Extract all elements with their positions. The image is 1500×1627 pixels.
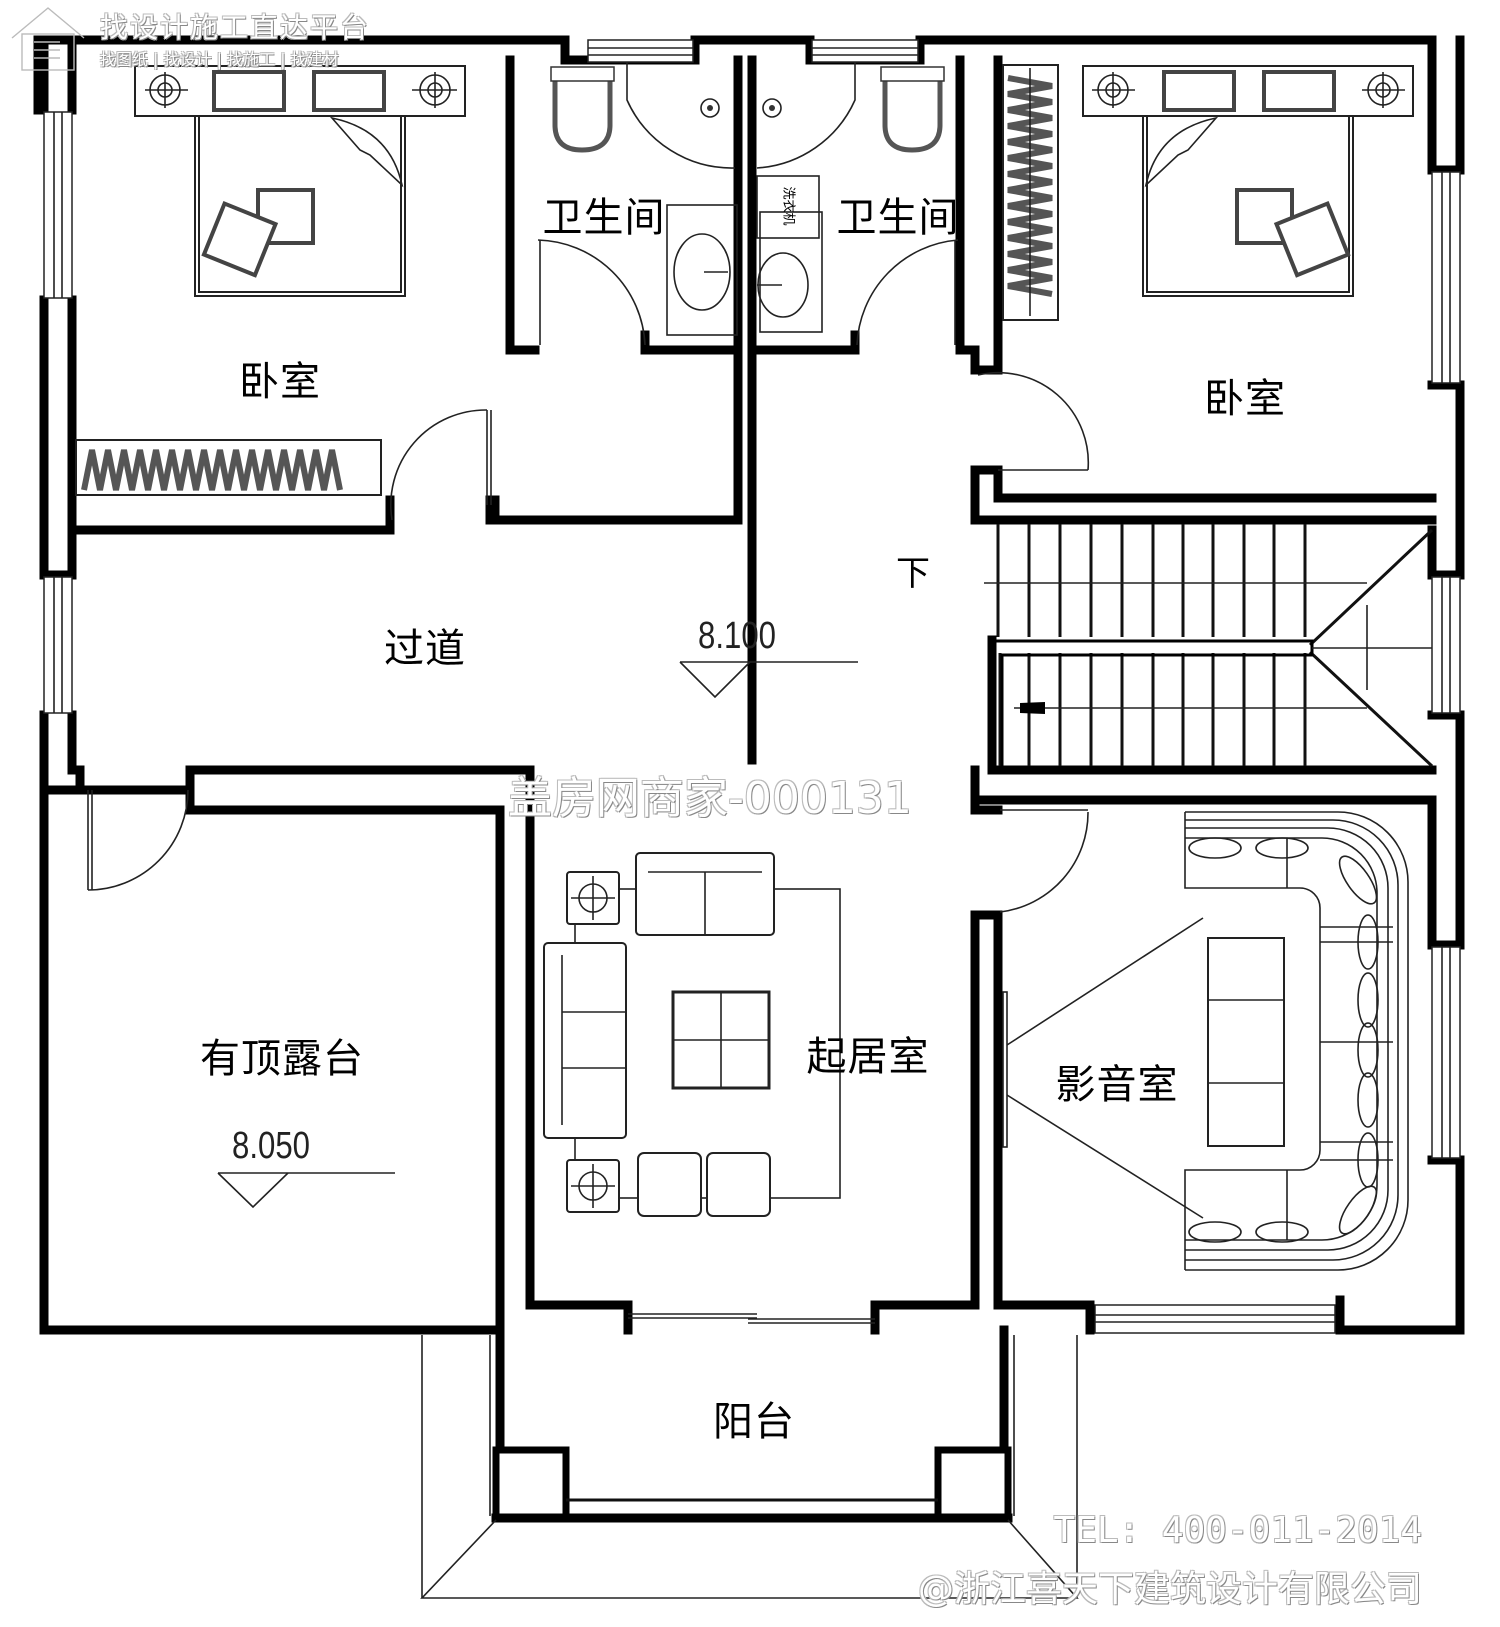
staircase xyxy=(984,524,1434,768)
washing-machine-label: 洗衣机 xyxy=(780,186,796,226)
room-label-media-room: 影音室 xyxy=(1055,1062,1179,1108)
watermark-company: @浙江喜天下建筑设计有限公司 xyxy=(917,1569,1422,1610)
room-label-covered-terrace: 有顶露台 xyxy=(200,1036,364,1082)
watermark-platform-subtitle: 找图纸 | 找设计 | 找施工 | 找建材 xyxy=(100,50,339,69)
bathroom-left-fixtures xyxy=(550,62,738,336)
living-room-furniture xyxy=(543,852,841,1217)
stair-down-label: 下 xyxy=(896,554,930,594)
bathroom-right-fixtures xyxy=(756,62,945,333)
logo-house-icon xyxy=(11,7,85,71)
media-room-furniture xyxy=(1002,811,1409,1271)
elevation-markers xyxy=(217,661,858,1209)
doors xyxy=(87,239,1090,913)
watermark-platform-title: 找设计施工直达平台 xyxy=(100,11,371,44)
room-label-bedroom-right: 卧室 xyxy=(1204,376,1286,422)
room-label-bathroom-right: 卫生间 xyxy=(836,195,960,241)
exterior-walls xyxy=(33,35,1465,1335)
elevation-terrace-level: 8.050 xyxy=(232,1125,310,1167)
elevation-floor-level: 8.100 xyxy=(698,615,776,657)
windows xyxy=(43,39,1461,1334)
room-label-balcony: 阳台 xyxy=(713,1399,795,1445)
room-label-bathroom-left: 卫生间 xyxy=(542,195,666,241)
room-label-corridor: 过道 xyxy=(384,626,466,672)
left-bed xyxy=(134,65,466,297)
room-label-bedroom-left: 卧室 xyxy=(239,359,321,405)
balcony-structure xyxy=(420,1313,1079,1599)
right-bed xyxy=(1082,65,1414,297)
watermark-tel: TEL: 400-011-2014 xyxy=(1053,1510,1422,1551)
right-wardrobe xyxy=(1002,64,1059,321)
room-label-living-room: 起居室 xyxy=(806,1034,930,1080)
watermark-center-id: 盖房网商家-000131 xyxy=(508,773,912,824)
left-wardrobe xyxy=(75,439,382,496)
